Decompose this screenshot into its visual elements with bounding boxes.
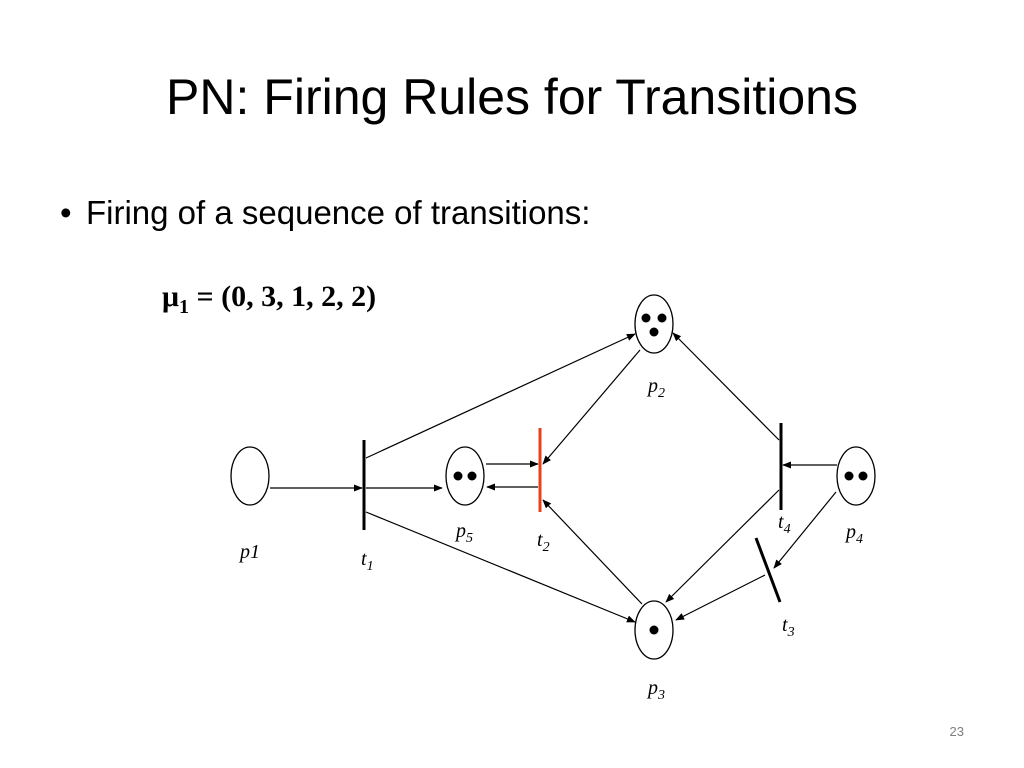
arc-p4-t3 [773, 491, 837, 569]
arc-t4-p2 [672, 332, 780, 441]
transition-t3: t3 [754, 537, 795, 640]
bullet-dot-icon: • [60, 194, 72, 231]
place-p2: p2 [634, 294, 674, 401]
token [467, 471, 477, 481]
token [641, 313, 651, 323]
arcs-layer [270, 332, 837, 623]
bullet-text: Firing of a sequence of transitions: [86, 194, 591, 231]
marking-index: 1 [179, 296, 189, 318]
place-circle [445, 446, 485, 506]
place-label: p5 [454, 520, 473, 546]
page-number: 23 [949, 724, 964, 739]
token [649, 327, 659, 337]
place-label: p3 [646, 677, 665, 703]
transition-t1: t1 [361, 440, 374, 574]
place-label: p1 [238, 541, 260, 563]
arc-t1-p3 [365, 511, 636, 623]
marking-value: = (0, 3, 1, 2, 2) [189, 280, 376, 313]
bullet-item: • Firing of a sequence of transitions: [60, 190, 590, 236]
place-circle [836, 446, 876, 506]
transition-label: t1 [361, 548, 374, 574]
arc-t3-p3 [675, 574, 766, 621]
place-p4: p4 [836, 446, 876, 547]
token [453, 471, 463, 481]
token-group [844, 471, 868, 481]
transition-t4: t4 [778, 423, 791, 537]
place-circle [230, 446, 270, 506]
token [844, 471, 854, 481]
transition-bar [754, 537, 782, 603]
token-group [453, 471, 477, 481]
token [657, 313, 667, 323]
place-circle [634, 294, 674, 354]
arc-p3-t2 [542, 499, 643, 605]
place-label: p4 [844, 521, 863, 547]
place-p5: p5 [445, 446, 485, 546]
token-group [649, 625, 659, 635]
token [858, 471, 868, 481]
token-group [641, 313, 667, 337]
place-p1: p1 [230, 446, 270, 563]
arc-p2-t2 [542, 349, 641, 465]
slide-title: PN: Firing Rules for Transitions [166, 69, 858, 125]
marking-symbol: μ [162, 280, 179, 313]
arc-t4-p3 [665, 489, 780, 603]
transition-label: t2 [537, 529, 550, 555]
transition-t2: t2 [537, 428, 550, 555]
marking-label: μ1 = (0, 3, 1, 2, 2) [162, 280, 376, 318]
arc-t1-p2 [365, 333, 636, 459]
transition-label: t3 [782, 614, 795, 640]
place-p3: p3 [634, 600, 674, 703]
token [649, 625, 659, 635]
place-label: p2 [646, 375, 665, 401]
transition-label: t4 [778, 511, 791, 537]
